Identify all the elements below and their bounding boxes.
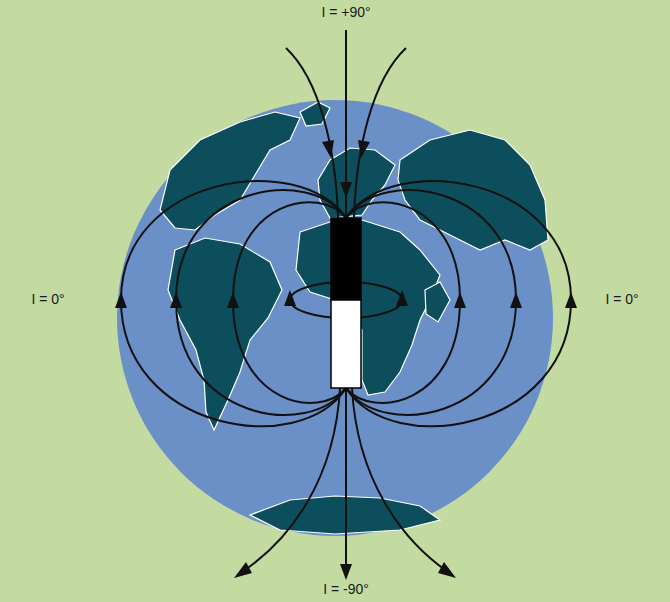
continents	[160, 102, 548, 534]
inclination-label: I = -90°	[321, 581, 371, 598]
field-line	[286, 48, 338, 218]
madagascar	[425, 282, 450, 322]
field-line	[346, 181, 571, 426]
field-line	[345, 388, 347, 572]
arrowheads	[115, 140, 577, 580]
field-line	[346, 202, 460, 403]
inclination-label: I = 0°	[603, 291, 640, 308]
field-line	[354, 48, 406, 218]
field-line	[176, 190, 346, 415]
inclination-label: I = +90°	[319, 4, 372, 21]
magnet-south-half	[331, 300, 361, 388]
inclination-label: I = 0°	[29, 291, 66, 308]
field-line	[352, 388, 448, 572]
magnet-north-half	[331, 218, 361, 300]
field-line	[346, 190, 516, 415]
field-lines	[121, 30, 571, 572]
north-america	[160, 112, 300, 230]
globe	[117, 100, 553, 536]
africa	[296, 220, 440, 395]
field-line	[121, 181, 346, 426]
south-america	[168, 238, 282, 430]
field-line	[233, 202, 346, 403]
field-line	[242, 388, 340, 572]
